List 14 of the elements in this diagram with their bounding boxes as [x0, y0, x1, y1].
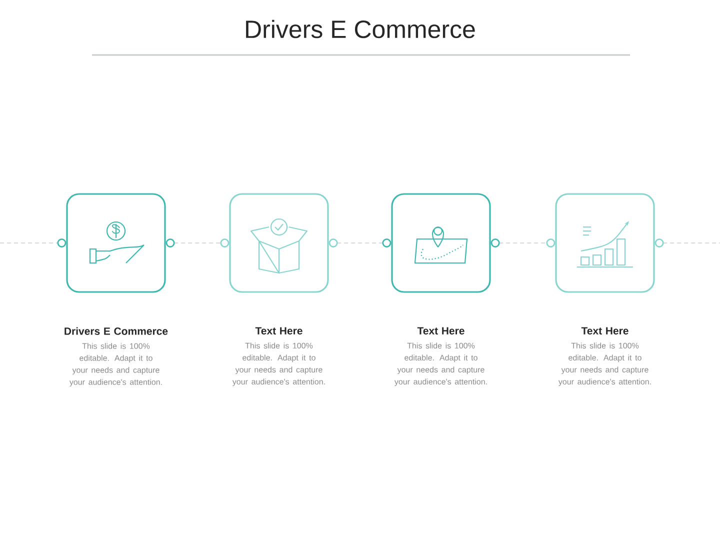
body-text: This slide is 100% editable. Adapt it to your needs and capture your audience's attention. — [394, 342, 487, 386]
dashed-connector — [0, 238, 66, 248]
title: Drivers E Commerce — [246, 20, 475, 38]
body-text: This slide is 100% editable. Adapt it to your needs and capture your audience's attention. — [232, 342, 325, 386]
dashed-connector — [654, 238, 720, 248]
heading: Text Here — [417, 327, 464, 335]
body-text: This slide is 100% editable. Adapt it to your needs and capture your audience's attention. — [69, 343, 162, 386]
heading: Text Here — [581, 327, 628, 335]
dashed-connector — [490, 238, 556, 248]
body-text: This slide is 100% editable. Adapt it to your needs and capture your audience's attention. — [558, 342, 651, 386]
heading: Text Here — [255, 327, 302, 335]
dashed-connector — [166, 238, 230, 248]
heading: Drivers E Commerce — [64, 327, 168, 335]
dashed-connector — [328, 238, 392, 248]
